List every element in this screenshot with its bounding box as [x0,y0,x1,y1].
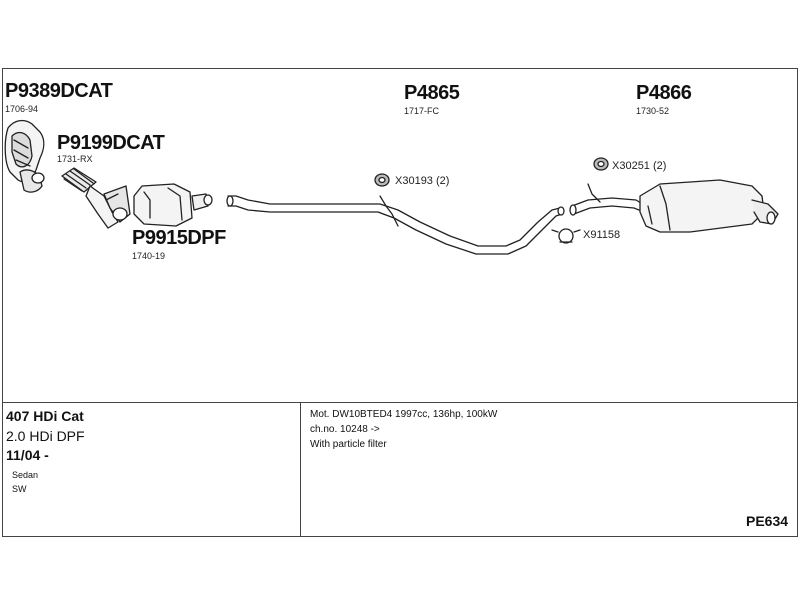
part-code-p9199dcat[interactable]: P9199DCAT [57,132,165,154]
clamp-label-x30251[interactable]: X30251 (2) [612,160,667,172]
date-range: 11/04 - [6,447,49,463]
part-code-p4865[interactable]: P4865 [404,82,460,104]
center-pipe-part[interactable] [226,195,565,255]
diagram-frame [2,68,798,537]
info-column-divider [300,402,301,537]
part-code-p4866[interactable]: P4866 [636,82,692,104]
particle-filter-note: With particle filter [310,439,387,450]
part-ref-p9389dcat: 1706-94 [5,104,39,114]
clamp-icon-x30193[interactable] [374,173,390,187]
part-code-p9389dcat[interactable]: P9389DCAT [5,80,113,102]
particle-filter-part[interactable] [133,183,213,227]
part-ref-p4866: 1730-52 [636,106,670,116]
part-ref-p9199dcat: 1731-RX [57,154,93,164]
clamp-icon-x30251[interactable] [593,157,609,171]
clamp-icon-x91158[interactable] [551,228,581,244]
part-code-p9915dpf[interactable]: P9915DPF [132,227,226,249]
exhaust-system-diagram [4,119,779,255]
flex-catalyst-part[interactable] [61,167,131,229]
body-type-sw: SW [12,484,27,494]
rear-silencer-part[interactable] [569,179,779,233]
chassis-number: ch.no. 10248 -> [310,424,380,435]
part-ref-p9915dpf: 1740-19 [132,251,166,261]
info-divider [2,402,798,403]
manifold-catalyst-part[interactable] [4,119,45,193]
engine-label: 2.0 HDi DPF [6,428,85,444]
clamp-label-x91158[interactable]: X91158 [583,229,621,241]
vehicle-model: 407 HDi Cat [6,408,84,424]
part-ref-p4865: 1717-FC [404,106,440,116]
diagram-code: PE634 [746,513,789,529]
body-type-sedan: Sedan [12,470,39,480]
clamp-label-x30193[interactable]: X30193 (2) [395,175,450,187]
engine-spec: Mot. DW10BTED4 1997cc, 136hp, 100kW [310,409,498,420]
